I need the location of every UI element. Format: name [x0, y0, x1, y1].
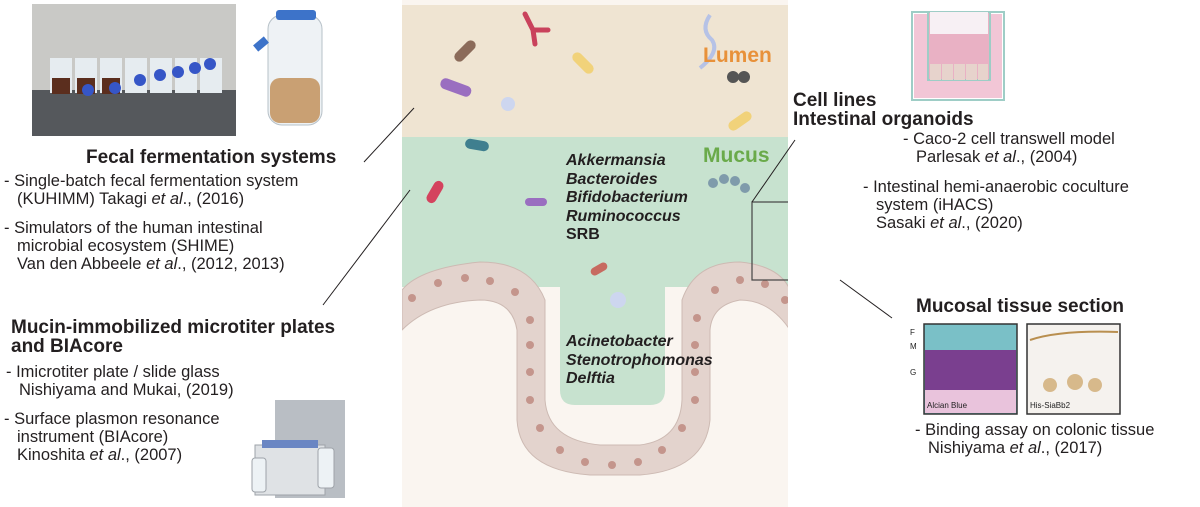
item-text: Sasaki — [876, 214, 931, 232]
item-text: ., (2020) — [961, 214, 1023, 232]
mucus-taxa-list: Akkermansia Bacteroides Bifidobacterium … — [566, 152, 688, 245]
item-text: Parlesak — [916, 148, 985, 166]
item-text: - Surface plasmon resonance — [4, 410, 220, 428]
taxon: Stenotrophomonas — [566, 351, 713, 369]
item-text: ., (2016) — [182, 190, 245, 208]
layer-label: G — [910, 368, 917, 377]
item-text: Kinoshita — [17, 446, 90, 464]
cells-item-1: - Caco-2 cell transwell model Parlesak e… — [903, 130, 1115, 166]
layer-labels: F M G — [910, 326, 917, 380]
item-text: - Simulators of the human intestinal — [4, 219, 263, 237]
taxon: Delftia — [566, 370, 615, 387]
mucus-microbes — [426, 138, 750, 308]
cells-heading: Cell lines Intestinal organoids — [793, 91, 974, 129]
item-text: ., (2017) — [1040, 439, 1103, 457]
leader-lines — [322, 107, 893, 319]
layer-label: M — [910, 342, 917, 351]
item-italic: et al — [89, 446, 121, 464]
item-text: - Caco-2 cell transwell model — [903, 130, 1115, 148]
panel-label-alcian: Alcian Blue — [927, 401, 968, 410]
transwell-icon — [911, 11, 1005, 101]
taxon: SRB — [566, 226, 600, 243]
item-text: - Imicrotiter plate / slide glass — [6, 363, 220, 381]
item-text: Nishiyama — [928, 439, 1010, 457]
zoom-box — [751, 201, 788, 281]
lumen-region — [402, 5, 788, 137]
taxon: Acinetobacter — [566, 333, 673, 350]
item-text: - Single-batch fecal fermentation system — [4, 172, 299, 190]
lumen-label: Lumen — [703, 44, 772, 67]
item-italic: et al — [930, 214, 962, 232]
item-text: ., (2012, 2013) — [177, 255, 285, 273]
cells-item-2: - Intestinal hemi-anaerobic coculture sy… — [863, 178, 1129, 232]
item-text: Van den Abbeele — [17, 255, 147, 273]
mucus-label: Mucus — [703, 144, 770, 167]
heading-line: Intestinal organoids — [793, 109, 974, 130]
heading-line: and BIAcore — [11, 336, 123, 357]
lumen-microbes — [440, 11, 752, 131]
item-text: Nishiyama and Mukai, (2019) — [19, 381, 234, 399]
item-text: - Binding assay on colonic tissue — [915, 421, 1155, 439]
item-italic: et al — [1009, 439, 1041, 457]
nuclei — [408, 274, 788, 469]
heading-line: Mucin-immobilized microtiter plates — [11, 317, 336, 338]
item-text: microbial ecosystem (SHIME) — [17, 237, 235, 255]
taxon: Bifidobacterium — [566, 189, 688, 206]
tissue-item: - Binding assay on colonic tissue Nishiy… — [915, 421, 1154, 457]
epithelium — [402, 261, 788, 476]
fecal-item-2: - Simulators of the human intestinal mic… — [4, 219, 285, 273]
crypt-mucus — [560, 280, 665, 405]
layer-label: F — [910, 328, 915, 337]
taxon: Bacteroides — [566, 170, 658, 188]
heading-line: Cell lines — [793, 90, 877, 111]
his-siabb2-micrograph — [1026, 323, 1121, 415]
item-text: system (iHACS) — [876, 196, 994, 214]
mucus-region — [402, 137, 788, 287]
panel-label-his: His-SiaBb2 — [1030, 401, 1071, 410]
item-text: - Intestinal hemi-anaerobic coculture — [863, 178, 1129, 196]
item-italic: et al — [984, 148, 1016, 166]
item-text: ., (2004) — [1015, 148, 1078, 166]
item-italic: et al — [146, 255, 178, 273]
culture-bottle-icon — [253, 10, 323, 126]
tissue-heading: Mucosal tissue section — [916, 296, 1125, 317]
item-text: ., (2007) — [120, 446, 183, 464]
mucin-item-2: - Surface plasmon resonance instrument (… — [4, 410, 220, 464]
item-text: instrument (BIAcore) — [17, 428, 169, 446]
taxon: Akkermansia — [566, 152, 666, 169]
taxon: Ruminococcus — [566, 207, 681, 225]
crypt-taxa-list: Acinetobacter Stenotrophomonas Delftia — [566, 333, 713, 389]
mucin-item-1: - Imicrotiter plate / slide glass Nishiy… — [6, 363, 234, 399]
fecal-item-1: - Single-batch fecal fermentation system… — [4, 172, 298, 208]
mucin-heading: Mucin-immobilized microtiter plates and … — [11, 318, 335, 356]
item-text: (KUHIMM) Takagi — [17, 190, 152, 208]
fecal-heading: Fecal fermentation systems — [86, 147, 337, 168]
item-italic: et al — [151, 190, 183, 208]
biacore-instrument-icon — [251, 400, 345, 498]
fermenter-array-photo — [32, 4, 236, 136]
alcian-blue-micrograph — [923, 323, 1018, 415]
